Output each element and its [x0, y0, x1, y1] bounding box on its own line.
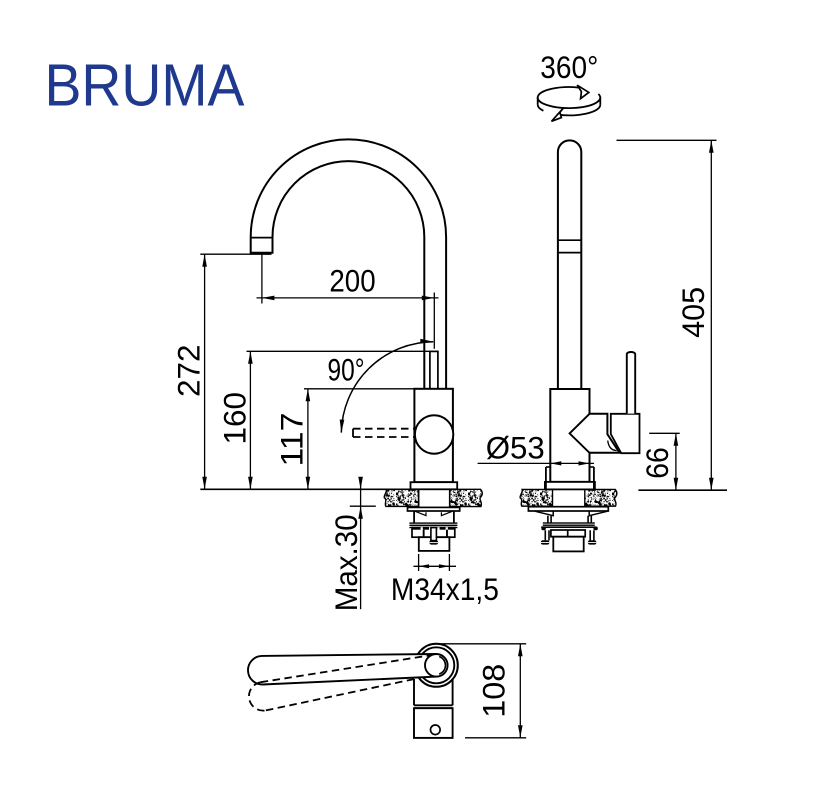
svg-text:272: 272	[170, 345, 206, 398]
svg-text:108: 108	[476, 664, 512, 718]
svg-text:200: 200	[329, 262, 375, 298]
svg-text:M34x1,5: M34x1,5	[391, 571, 499, 607]
svg-text:360°: 360°	[540, 49, 598, 85]
svg-text:Max.30: Max.30	[328, 514, 364, 611]
svg-text:BRUMA: BRUMA	[45, 53, 246, 119]
svg-text:66: 66	[639, 447, 675, 479]
svg-text:160: 160	[216, 392, 252, 445]
svg-text:405: 405	[675, 287, 711, 338]
svg-text:Ø53: Ø53	[486, 429, 545, 465]
svg-text:117: 117	[274, 413, 310, 467]
svg-text:90°: 90°	[328, 352, 365, 388]
